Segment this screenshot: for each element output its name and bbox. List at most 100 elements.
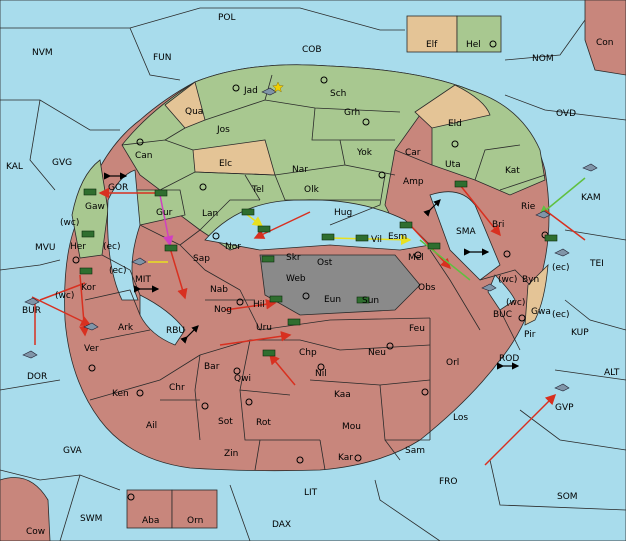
label-Sam: Sam xyxy=(405,446,425,456)
label-FRO: FRO xyxy=(439,477,458,487)
label-Orl: Orl xyxy=(446,358,459,368)
province-borders xyxy=(84,74,546,471)
cow-land xyxy=(0,477,51,541)
label-DAX: DAX xyxy=(272,520,291,530)
label-Mel: Mel xyxy=(408,253,424,263)
label-Los: Los xyxy=(453,413,468,423)
label-Yok: Yok xyxy=(356,148,373,158)
label-Kor: Kor xyxy=(81,283,96,293)
label-Sap: Sap xyxy=(193,254,210,264)
label-GOR: GOR xyxy=(108,183,128,193)
label-Neu: Neu xyxy=(368,348,386,358)
label-Zin: Zin xyxy=(224,449,238,459)
label-Car: Car xyxy=(405,148,421,158)
label-Vil: Vil xyxy=(371,235,382,245)
label-Uru: Uru xyxy=(256,323,272,333)
label-Kat: Kat xyxy=(505,166,520,176)
label-RBU: RBU xyxy=(166,326,185,336)
bottom-island xyxy=(126,489,218,529)
label-KAL: KAL xyxy=(6,162,23,172)
label-Gur: Gur xyxy=(156,208,173,218)
label-Amp: Amp xyxy=(403,177,424,187)
coast-kor-ec: (ec) xyxy=(109,266,127,276)
label-BUR: BUR xyxy=(22,306,41,316)
sea-labels: POL COB FUN NVM NOM OVD Con KAL GVG MVU … xyxy=(6,13,620,537)
label-Nab: Nab xyxy=(210,285,228,295)
supply-centers xyxy=(72,40,549,501)
label-Orn: Orn xyxy=(187,516,203,526)
main-continent xyxy=(64,64,550,472)
label-SOM: SOM xyxy=(557,492,578,502)
label-Can: Can xyxy=(135,151,153,161)
label-GVA: GVA xyxy=(63,446,83,456)
label-Her: Her xyxy=(70,242,86,252)
label-Web: Web xyxy=(286,274,306,284)
label-Ail: Ail xyxy=(146,421,157,431)
label-GVG: GVG xyxy=(52,158,72,168)
label-Nor: Nor xyxy=(225,242,241,252)
label-COB: COB xyxy=(302,45,322,55)
label-POL: POL xyxy=(218,13,236,23)
label-SWM: SWM xyxy=(80,514,102,524)
label-KUP: KUP xyxy=(571,328,589,338)
label-Sch: Sch xyxy=(330,89,346,99)
sea-borders xyxy=(0,7,626,541)
label-LIT: LIT xyxy=(304,488,318,498)
label-Lan: Lan xyxy=(202,209,218,219)
label-ROD: ROD xyxy=(499,354,519,364)
label-Pir: Pir xyxy=(524,330,536,340)
label-Grh: Grh xyxy=(344,108,360,118)
label-Hel: Hel xyxy=(466,40,481,50)
con-land xyxy=(584,0,626,76)
label-Jad: Jad xyxy=(243,86,258,96)
label-Hug: Hug xyxy=(334,208,352,218)
label-Chp: Chp xyxy=(299,348,317,358)
label-Kaa: Kaa xyxy=(334,390,351,400)
label-Rot: Rot xyxy=(256,418,271,428)
label-Sun: Sun xyxy=(362,296,379,306)
label-Bar: Bar xyxy=(204,362,220,372)
label-Nil: Nil xyxy=(315,369,327,379)
label-GVP: GVP xyxy=(555,403,574,413)
label-NVM: NVM xyxy=(32,48,53,58)
label-Kar: Kar xyxy=(338,453,353,463)
label-TEI: TEI xyxy=(589,259,604,269)
label-Elf: Elf xyxy=(426,40,438,50)
label-Nar: Nar xyxy=(292,165,308,175)
label-Obs: Obs xyxy=(418,283,436,293)
coast-bur-wc: (wc) xyxy=(55,291,74,301)
label-BUC: BUC xyxy=(493,310,512,320)
coast-pir-wc: (wc) xyxy=(506,298,525,308)
label-Nog: Nog xyxy=(214,305,232,315)
label-Con: Con xyxy=(596,38,614,48)
label-OVD: OVD xyxy=(556,109,576,119)
label-Feu: Feu xyxy=(409,324,425,334)
label-Qua: Qua xyxy=(185,107,203,117)
label-Ost: Ost xyxy=(317,258,333,268)
coast-rie-ec: (ec) xyxy=(552,263,570,273)
strait-markers xyxy=(104,172,520,370)
label-Ver: Ver xyxy=(84,344,99,354)
fleets xyxy=(22,87,598,392)
label-Gwa: Gwa xyxy=(531,307,551,317)
label-MVU: MVU xyxy=(35,243,56,253)
label-NOM: NOM xyxy=(532,54,554,64)
label-Rie: Rie xyxy=(521,202,536,212)
label-Ken: Ken xyxy=(112,389,129,399)
label-MIT: MIT xyxy=(135,275,151,285)
label-Olk: Olk xyxy=(304,185,320,195)
label-Byn: Byn xyxy=(522,275,539,285)
label-Skr: Skr xyxy=(286,253,301,263)
label-Qwi: Qwi xyxy=(234,374,251,384)
label-Uta: Uta xyxy=(445,160,461,170)
label-Gaw: Gaw xyxy=(85,202,105,212)
label-ALT: ALT xyxy=(604,368,620,378)
label-Ark: Ark xyxy=(118,323,134,333)
label-Elc: Elc xyxy=(219,159,232,169)
label-Tel: Tel xyxy=(251,185,264,195)
label-Bri: Bri xyxy=(492,220,504,230)
label-Jos: Jos xyxy=(216,125,230,135)
label-KAM: KAM xyxy=(581,193,601,203)
coast-byn-wc: (wc) xyxy=(498,275,517,285)
